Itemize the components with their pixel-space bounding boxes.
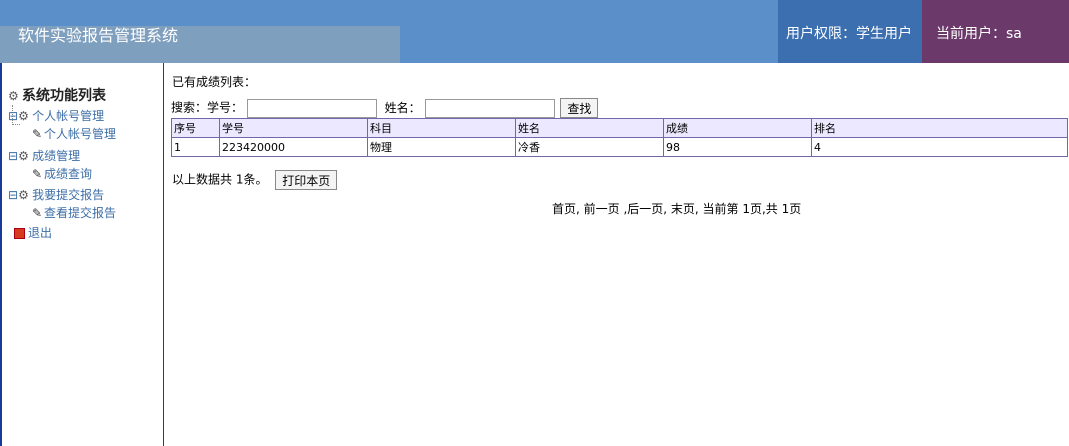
column-header: 排名 [811,118,1068,138]
sidebar-item-score-query[interactable]: ✎成绩查询 [32,167,93,181]
name-label: 姓名： [384,100,421,115]
table-cell: 物理 [367,137,516,157]
expand-icon[interactable]: ⊟ [8,109,19,123]
record-count: 以上数据共 1条。 [172,172,268,187]
expand-icon[interactable]: ⊟ [8,149,19,163]
sidebar: ⚙系统功能列表 ⊟⚙个人帐号管理 ✎个人帐号管理 ⊟⚙成绩管理 ✎成绩查询 ⊟⚙… [0,63,164,446]
title-background [0,26,400,63]
table-cell: 223420000 [219,137,368,157]
column-header: 成绩 [663,118,812,138]
pagination[interactable]: 首页, 前一页 ,后一页, 末页, 当前第 1页,共 1页 [552,202,802,216]
user-role: 用户权限：学生用户 [778,0,922,63]
column-header: 学号 [219,118,368,138]
table-cell: 1 [171,137,220,157]
sidebar-item-submit-report[interactable]: ⊟⚙我要提交报告 [8,188,105,202]
sidebar-item-view-reports[interactable]: ✎查看提交报告 [32,206,117,220]
pencil-icon: ✎ [32,127,43,141]
table-cell: 冷香 [515,137,664,157]
print-button[interactable]: 打印本页 [275,170,338,190]
gears-icon: ⚙ [18,149,29,163]
search-bar: 搜索：学号： 姓名： 查找 [171,98,599,118]
scores-table: 序号 学号 科目 姓名 成绩 排名 1 223420000 物理 冷香 98 4 [171,118,1068,157]
exit-icon [14,228,25,239]
gears-icon: ⚙ [18,109,29,123]
name-input[interactable] [424,98,555,118]
student-no-input[interactable] [246,98,377,118]
gears-icon: ⚙ [18,188,29,202]
pencil-icon: ✎ [32,167,43,181]
column-header: 姓名 [515,118,664,138]
student-no-label: 搜索：学号： [171,100,244,115]
main-content: 已有成绩列表： 搜索：学号： 姓名： 查找 序号 学号 科目 姓名 成绩 排名 … [166,63,1069,446]
sidebar-item-account[interactable]: ⊟⚙个人帐号管理 [8,109,105,123]
pencil-icon: ✎ [32,206,43,220]
list-caption: 已有成绩列表： [172,75,257,89]
sidebar-heading: ⚙系统功能列表 [8,88,106,104]
current-user: 当前用户：sa [922,0,1069,63]
sidebar-item-account-manage[interactable]: ✎个人帐号管理 [32,127,117,141]
table-cell: 98 [663,137,812,157]
column-header: 科目 [367,118,516,138]
record-summary: 以上数据共 1条。 打印本页 [172,170,338,190]
column-header: 序号 [171,118,220,138]
search-button[interactable]: 查找 [560,98,599,118]
sidebar-item-scores[interactable]: ⊟⚙成绩管理 [8,149,81,163]
app-title: 软件实验报告管理系统 [18,26,179,45]
sidebar-item-exit[interactable]: 退出 [14,224,52,241]
gears-icon: ⚙ [8,89,19,103]
table-row: 1 223420000 物理 冷香 98 4 [171,137,1068,157]
expand-icon[interactable]: ⊟ [8,188,19,202]
header: 软件实验报告管理系统 用户权限：学生用户 当前用户：sa [0,0,1069,63]
table-header-row: 序号 学号 科目 姓名 成绩 排名 [171,118,1068,138]
table-cell: 4 [811,137,1068,157]
